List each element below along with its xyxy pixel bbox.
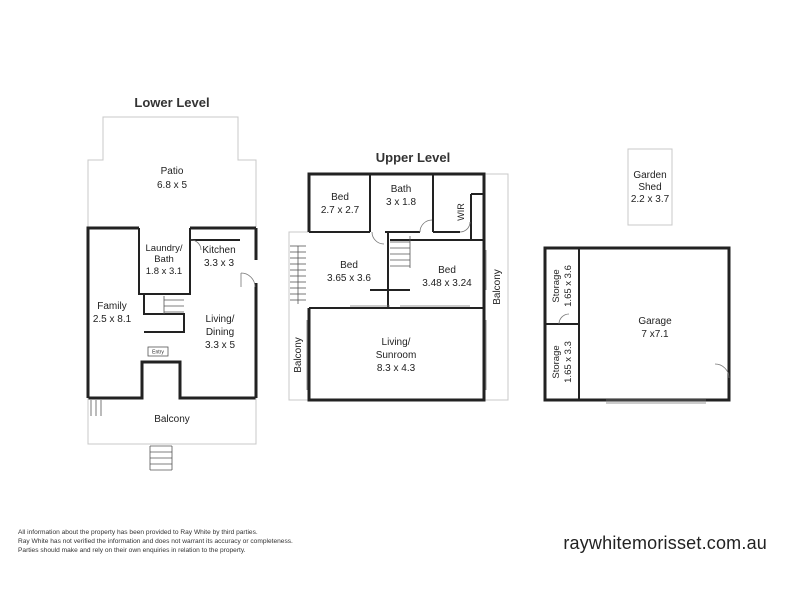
kitchen-size: 3.3 x 3 (204, 258, 234, 269)
wir-label: WIR (456, 203, 466, 221)
lower-balcony-label: Balcony (154, 414, 190, 425)
upper-balcony-outlines (288, 173, 509, 401)
garage-size: 7 x7.1 (641, 329, 669, 340)
shed-name-2: Shed (638, 182, 661, 193)
living-name-2: Dining (206, 327, 234, 338)
upper-inside-stairs (390, 236, 411, 268)
upper-level-walls (307, 172, 486, 402)
lower-doors (190, 239, 256, 288)
living-size: 3.3 x 5 (205, 340, 235, 351)
storage-top-size: 1.65 x 3.6 (563, 265, 574, 307)
patio-outline (87, 116, 257, 227)
storage-bottom-name: Storage (551, 345, 562, 378)
upper-interior-walls (309, 174, 484, 308)
entry-mat (147, 346, 169, 357)
bed1-size: 2.7 x 2.7 (321, 205, 360, 216)
family-name: Family (97, 301, 126, 312)
bed2-name: Bed (340, 260, 358, 271)
garage-name: Garage (638, 316, 672, 327)
bed1-name: Bed (331, 192, 349, 203)
bed3-size: 3.48 x 3.24 (422, 278, 472, 289)
shed-name-1: Garden (633, 170, 666, 181)
garden-shed-outline (627, 148, 673, 226)
shed-size: 2.2 x 3.7 (631, 194, 670, 205)
disclaimer-line: All information about the property has b… (18, 529, 258, 536)
kitchen-name: Kitchen (202, 245, 235, 256)
storage-bottom-size: 1.65 x 3.3 (563, 341, 574, 383)
lower-interior-walls (138, 228, 240, 333)
living-name-1: Living/ (206, 314, 235, 325)
bath-name: Bath (391, 184, 412, 195)
bath-size: 3 x 1.8 (386, 197, 416, 208)
lower-balcony-outline (87, 398, 257, 445)
lower-level-walls (86, 226, 258, 400)
sunroom-size: 8.3 x 4.3 (377, 363, 416, 374)
patio-size: 6.8 x 5 (157, 180, 187, 191)
sunroom-name-1: Living/ (382, 337, 411, 348)
lower-stairs (163, 296, 184, 314)
lower-balcony-steps (90, 400, 173, 471)
upper-outside-stairs (290, 245, 306, 304)
disclaimer-line: Ray White has not verified the informati… (18, 538, 293, 545)
sunroom-name-2: Sunroom (376, 350, 417, 361)
disclaimer: All information about the property has b… (18, 528, 293, 555)
bed3-name: Bed (438, 265, 456, 276)
upper-windows (306, 250, 487, 390)
garage-doors (558, 313, 730, 404)
laundry-size: 1.8 x 3.1 (146, 266, 182, 277)
upper-balcony-right-label: Balcony (492, 269, 503, 305)
agency-website[interactable]: raywhitemorisset.com.au (563, 533, 767, 553)
family-size: 2.5 x 8.1 (93, 314, 132, 325)
entry-label: Entry (152, 350, 164, 356)
lower-level-title: Lower Level (134, 95, 209, 110)
patio-name: Patio (161, 166, 184, 177)
upper-level-title: Upper Level (376, 150, 450, 165)
storage-top-name: Storage (551, 269, 562, 302)
bed2-size: 3.65 x 3.6 (327, 273, 371, 284)
laundry-name-1: Laundry/ (146, 243, 183, 254)
upper-balcony-left-label: Balcony (293, 337, 304, 373)
disclaimer-line: Parties should make and rely on their ow… (18, 547, 246, 554)
storage-walls (545, 248, 580, 400)
laundry-name-2: Bath (154, 254, 174, 265)
upper-doors (371, 219, 471, 245)
